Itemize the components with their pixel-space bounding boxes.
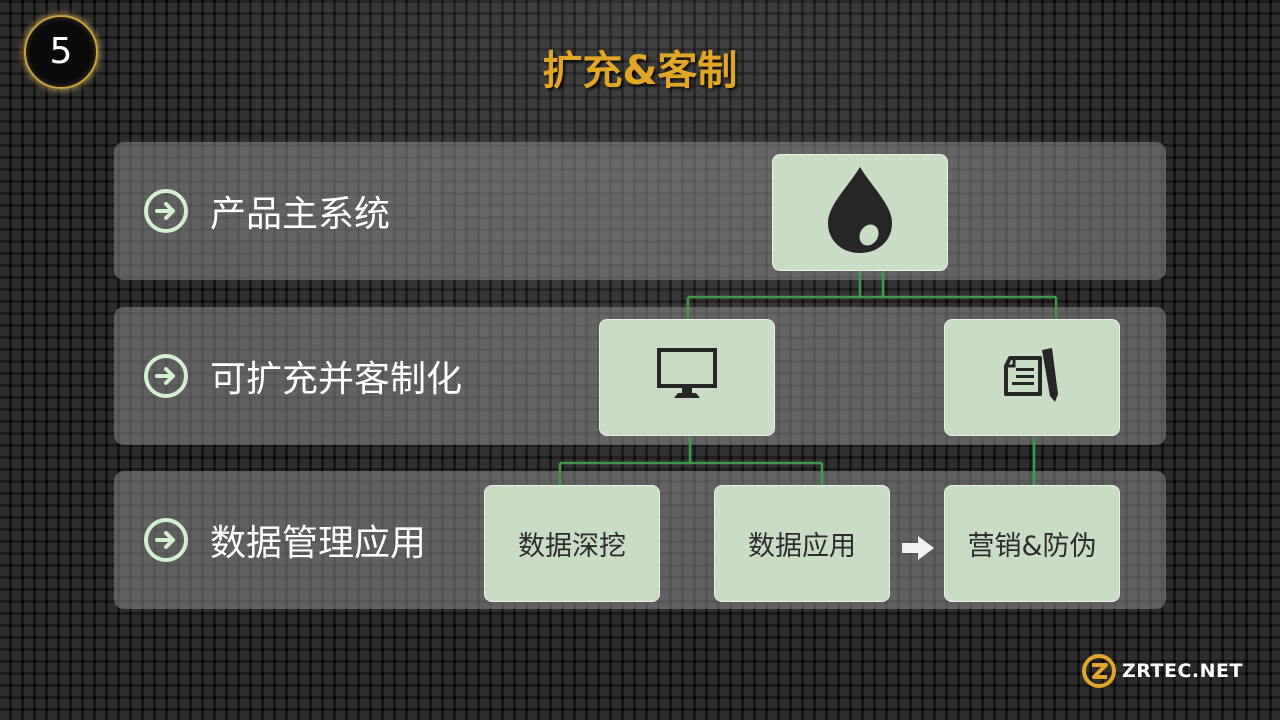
row-label-text: 数据管理应用 [210, 523, 427, 564]
row-label-data-management: 数据管理应用 [144, 471, 426, 609]
node-label: 营销&防伪 [967, 531, 1097, 562]
node-root-system [772, 154, 948, 271]
arrow-circle-right-icon [144, 518, 188, 562]
node-monitor [599, 319, 775, 436]
document-pen-icon [1000, 344, 1064, 411]
node-label: 数据应用 [748, 531, 856, 562]
right-arrow-icon [902, 536, 934, 560]
node-label: 数据深挖 [518, 531, 626, 562]
droplet-icon [822, 163, 898, 262]
slide-number-badge: 5 [24, 15, 98, 89]
monitor-icon [656, 347, 718, 408]
row-label-main-system: 产品主系统 [144, 142, 390, 280]
brand-logo: ZRTEC.NET [1082, 654, 1243, 688]
node-document [944, 319, 1120, 436]
arrow-circle-right-icon [144, 189, 188, 233]
row-label-text: 可扩充并客制化 [210, 359, 463, 400]
node-data-application: 数据应用 [714, 485, 890, 602]
row-label-text: 产品主系统 [210, 194, 391, 235]
row-band-main-system: 产品主系统 [114, 142, 1166, 280]
node-data-mining: 数据深挖 [484, 485, 660, 602]
row-label-extensible: 可扩充并客制化 [144, 307, 462, 445]
arrow-circle-right-icon [144, 354, 188, 398]
slide-title: 扩充&客制 [542, 48, 738, 94]
zrtec-logo-icon [1082, 654, 1116, 688]
logo-text: ZRTEC.NET [1122, 660, 1243, 682]
node-marketing-anticounterfeit: 营销&防伪 [944, 485, 1120, 602]
